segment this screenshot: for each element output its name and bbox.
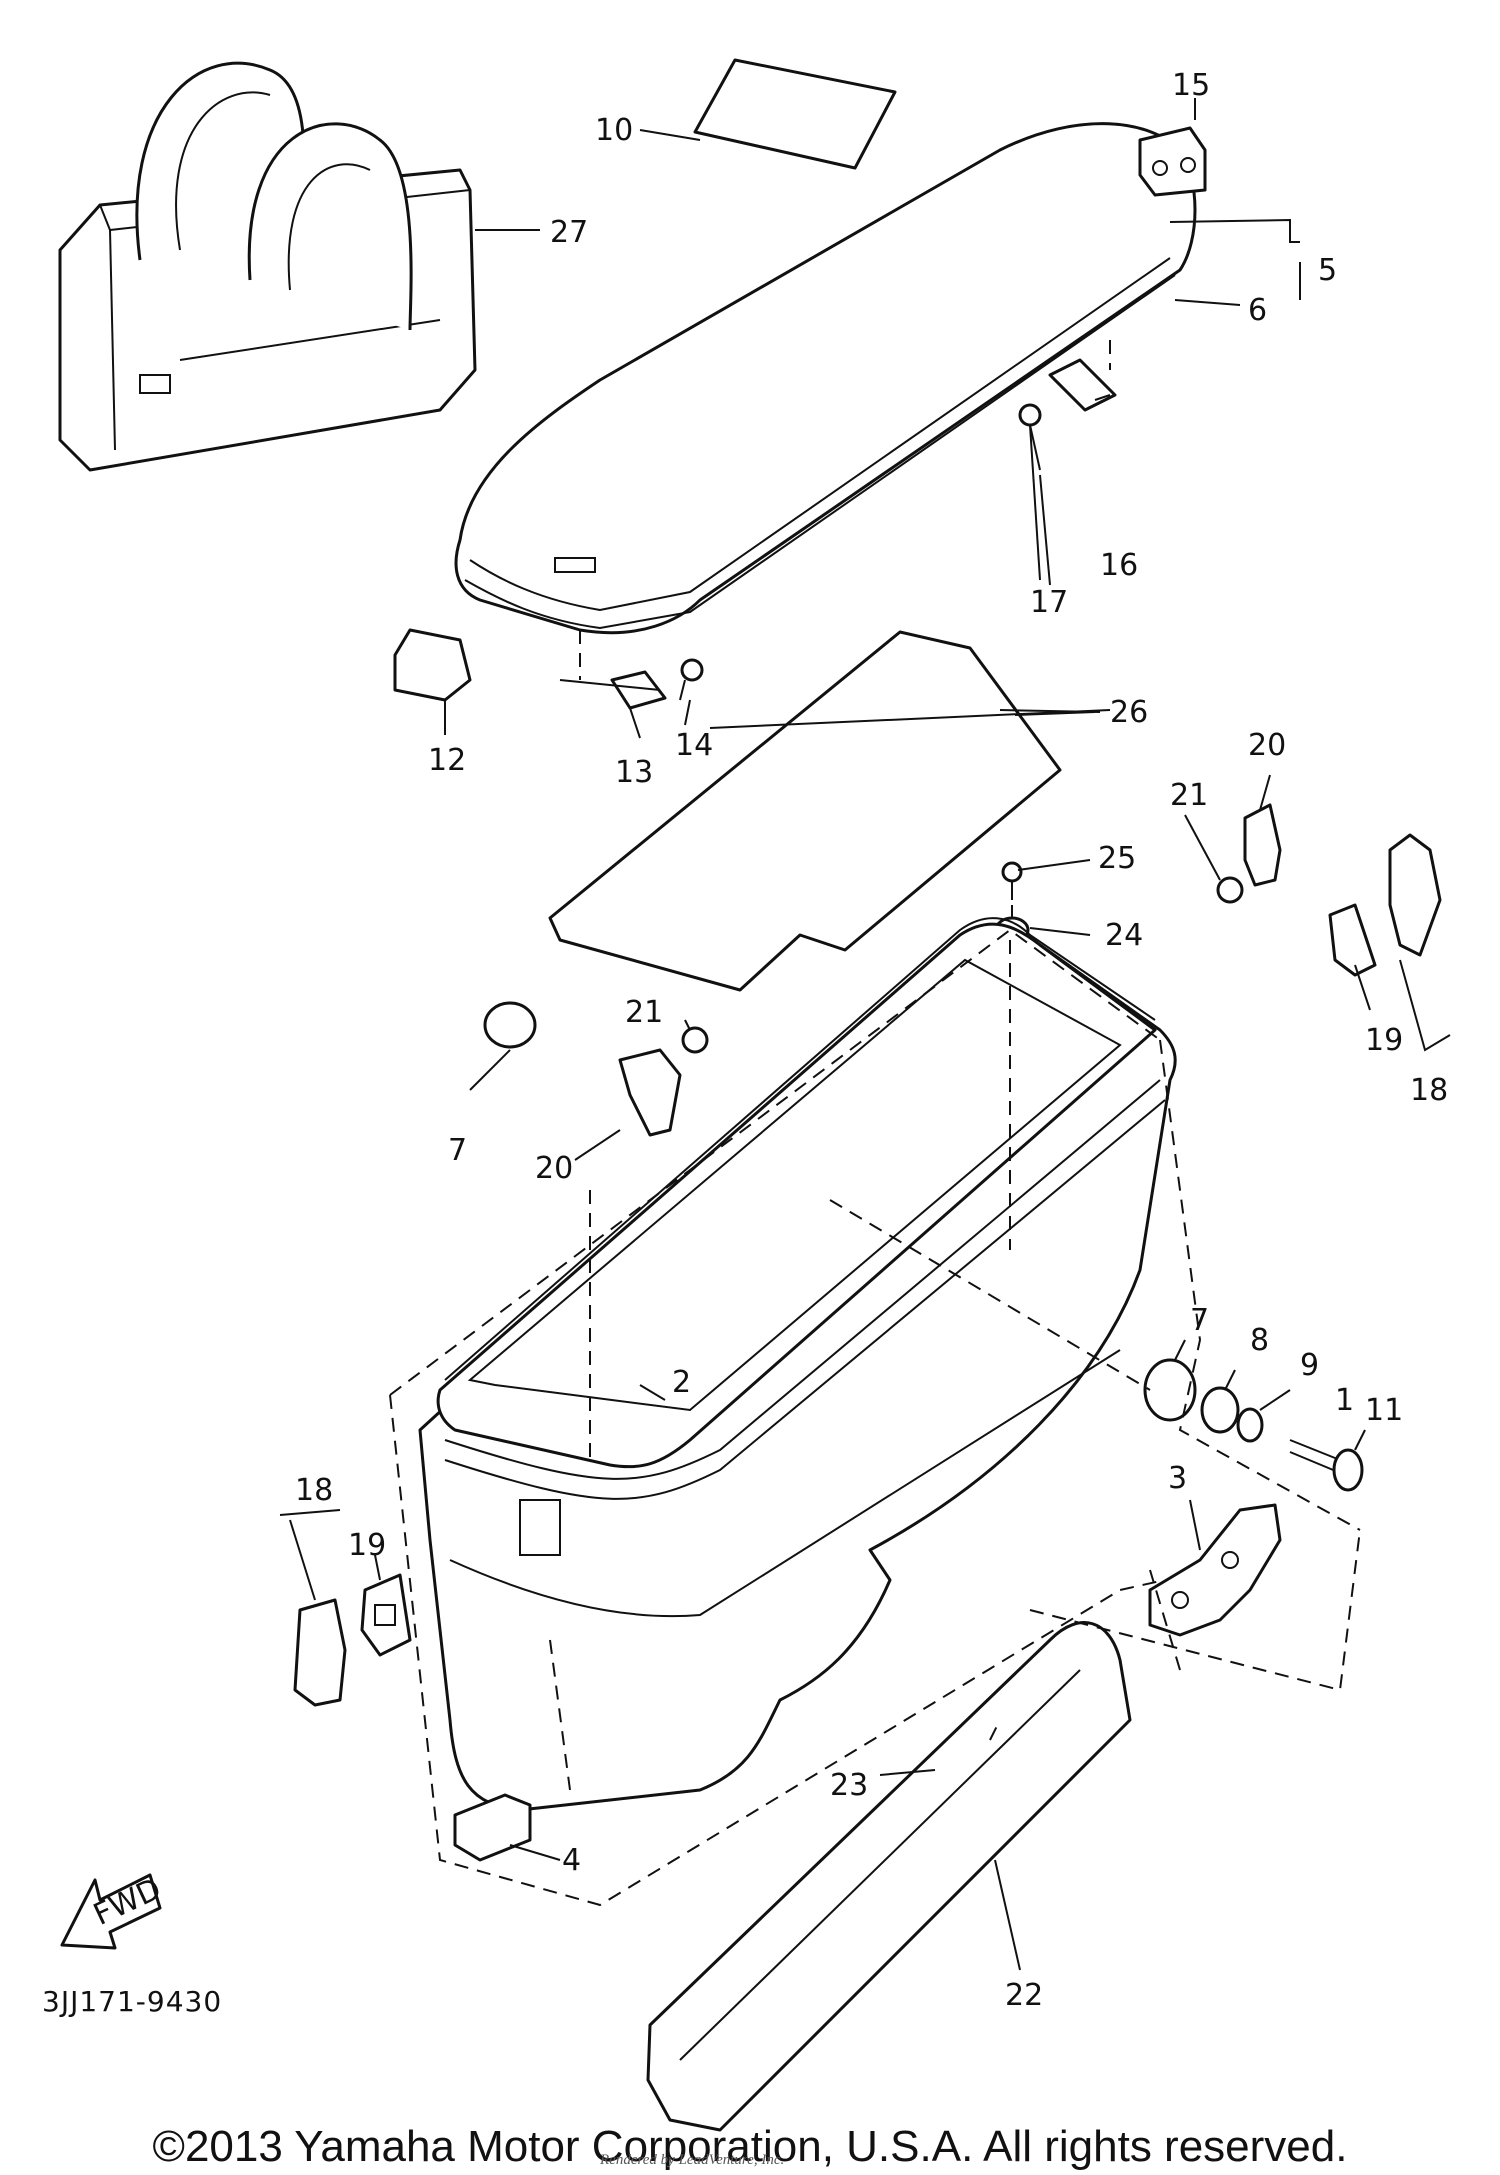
part-16-plate: [1048, 358, 1117, 412]
callout-8: 8: [1250, 1323, 1269, 1358]
part-17-screw: [1018, 403, 1042, 471]
leader-lines: [279, 98, 1451, 1971]
part-7-damper-left: [483, 1001, 537, 1049]
part-9-washer: [1236, 1407, 1264, 1443]
callout-7-left: 7: [448, 1133, 467, 1168]
callout-6: 6: [1248, 293, 1267, 328]
callout-24: 24: [1105, 918, 1143, 953]
watermark-text: Rendered by LeadVenture, Inc.: [600, 2152, 785, 2168]
callout-14: 14: [675, 728, 713, 763]
callout-9: 9: [1300, 1348, 1319, 1383]
part-21-nut-right: [1216, 876, 1244, 904]
part-12-latch-catch: [393, 628, 472, 702]
part-2-seal: [444, 917, 1156, 1381]
callout-17: 17: [1030, 585, 1068, 620]
callout-7-right: 7: [1190, 1303, 1209, 1338]
callout-15: 15: [1172, 68, 1210, 103]
assembly-dashed-lines: [389, 340, 1361, 1907]
callout-22: 22: [1005, 1978, 1043, 2013]
callout-13: 13: [615, 755, 653, 790]
callout-18-right: 18: [1410, 1073, 1448, 1108]
part-8-collar: [1200, 1386, 1240, 1434]
callout-19-left: 19: [348, 1528, 386, 1563]
callout-16: 16: [1100, 548, 1138, 583]
part-22-guard: [646, 1621, 1132, 2132]
part-25-bolt: [1001, 861, 1023, 900]
callout-25: 25: [1098, 841, 1136, 876]
part-18-latch-right: [1388, 833, 1442, 957]
part-19-plate-right: [1328, 903, 1377, 977]
callout-18-left: 18: [295, 1473, 333, 1508]
callout-5: 5: [1318, 253, 1337, 288]
callout-23: 23: [830, 1768, 868, 1803]
callout-21-left: 21: [625, 995, 663, 1030]
callout-1: 1: [1335, 1383, 1354, 1418]
diagram-code: 3JJ171-9430: [42, 1985, 223, 2018]
part-11-bolt: [1289, 1439, 1364, 1492]
part-1-case: [418, 922, 1177, 1812]
callout-27: 27: [550, 215, 588, 250]
copyright-notice: ©2013 Yamaha Motor Corporation, U.S.A. A…: [152, 2122, 1348, 2171]
part-26-mat: [548, 630, 1062, 992]
callout-20-right: 20: [1248, 728, 1286, 763]
callout-26: 26: [1110, 695, 1148, 730]
fwd-arrow-icon: FWD: [60, 1872, 167, 1950]
part-4-catch: [453, 1793, 532, 1862]
callout-10: 10: [595, 113, 633, 148]
callout-labels: 1 2 3 4 5 6 7 7 8 9 10 11 12 13 14 15 16…: [295, 68, 1448, 2013]
callout-20-left: 20: [535, 1151, 573, 1186]
callout-19-right: 19: [1365, 1023, 1403, 1058]
part-3-bracket: [1148, 1503, 1282, 1637]
callout-11: 11: [1365, 1393, 1403, 1428]
part-10-label: [693, 58, 897, 170]
part-13-plate: [610, 670, 667, 710]
part-14-screw: [679, 658, 704, 701]
callout-3: 3: [1168, 1461, 1187, 1496]
part-21-nut-left: [681, 1026, 709, 1054]
callout-4: 4: [562, 1843, 581, 1878]
part-7-damper-right: [1143, 1358, 1197, 1422]
part-27-inner-bag: [58, 61, 477, 472]
callout-12: 12: [428, 743, 466, 778]
part-18-latch-left: [293, 1598, 347, 1707]
part-15-hinge-bracket: [1138, 126, 1207, 197]
part-20-hinge-left: [618, 1048, 682, 1137]
part-19-plate-left: [360, 1573, 412, 1657]
part-20-hinge-right: [1243, 803, 1282, 887]
callout-2: 2: [672, 1365, 691, 1400]
callout-21-right: 21: [1170, 778, 1208, 813]
